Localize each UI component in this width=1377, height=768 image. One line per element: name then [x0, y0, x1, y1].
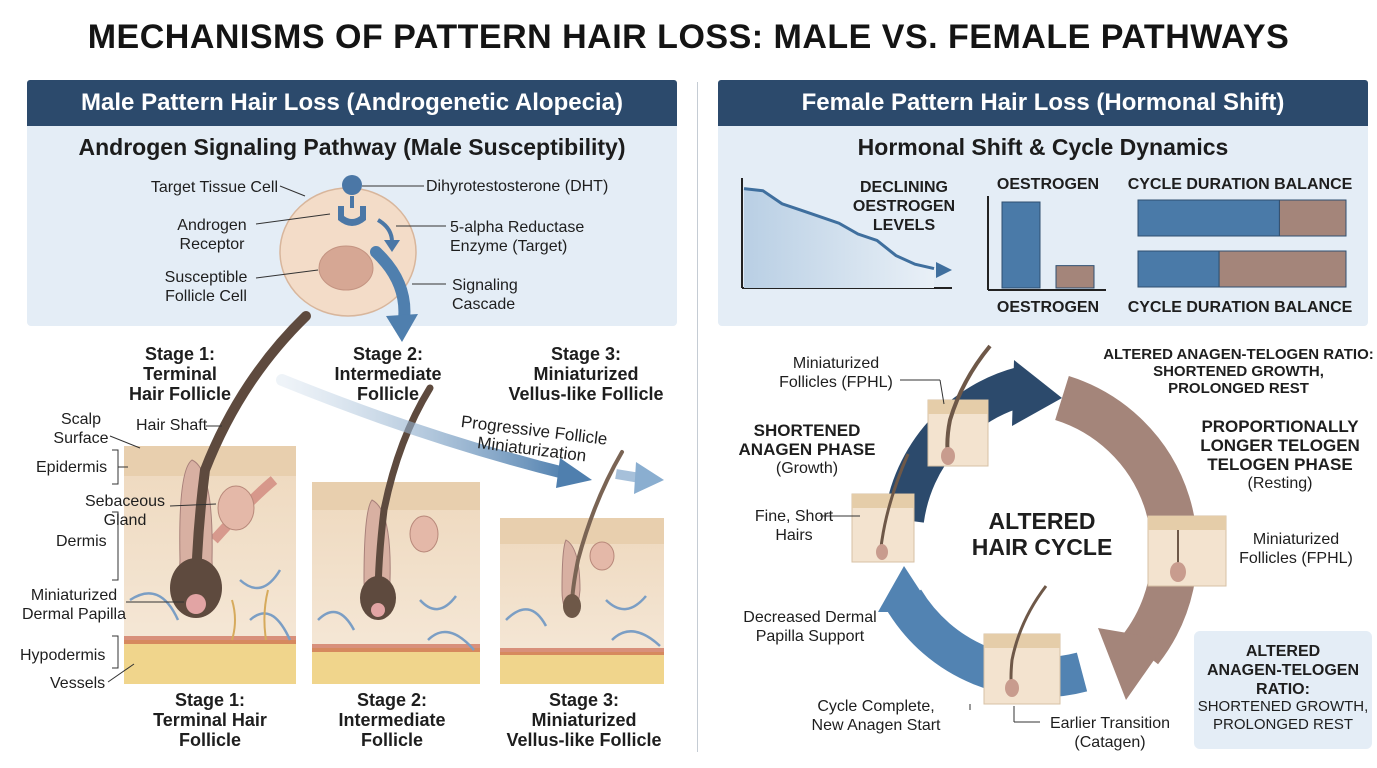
- oestrogen-bar-1: [1001, 201, 1041, 289]
- label-declining-oestrogen: DECLINING OESTROGEN LEVELS: [852, 179, 956, 234]
- label-scalp-surface: Scalp Surface: [53, 411, 109, 447]
- label-dermal-papilla: Miniaturized Dermal Papilla: [21, 587, 127, 623]
- ratio-box-title: ALTERED ANAGEN-TELOGEN RATIO:: [1207, 643, 1359, 698]
- stage1-top-label: Stage 1: Terminal Hair Follicle: [128, 344, 232, 404]
- label-cycle-duration-top: CYCLE DURATION BALANCE: [1127, 176, 1353, 193]
- female-panel-header: Female Pattern Hair Loss (Hormonal Shift…: [718, 80, 1368, 126]
- label-cycle-complete: Cycle Complete, New Anagen Start: [811, 698, 941, 734]
- label-resting: (Resting): [1247, 475, 1313, 492]
- oestrogen-decline-line: [743, 187, 935, 271]
- altered-ratio-box: [1194, 631, 1372, 749]
- cycle-bar-row2-seg2: [1218, 250, 1347, 288]
- label-hair-shaft: Hair Shaft: [136, 417, 208, 434]
- label-dermis: Dermis: [56, 533, 107, 550]
- male-panel-header: Male Pattern Hair Loss (Androgenetic Alo…: [27, 80, 677, 126]
- label-shortened-anagen: SHORTENED ANAGEN PHASE: [738, 421, 876, 459]
- label-vessels: Vessels: [50, 675, 106, 692]
- male-subtitle: Androgen Signaling Pathway (Male Suscept…: [78, 134, 626, 160]
- stage3-top-label: Stage 3: Miniaturized Vellus-like Follic…: [508, 344, 664, 404]
- label-oestrogen-top: OESTROGEN: [996, 176, 1100, 193]
- oestrogen-bar-2: [1055, 265, 1095, 289]
- label-miniaturized-follicles-right: Miniaturized Follicles (FPHL): [1239, 531, 1353, 567]
- label-altered-ratio-top: ALTERED ANAGEN-TELOGEN RATIO: SHORTENED …: [1103, 346, 1374, 397]
- label-susceptible-follicle-cell: Susceptible Follicle Cell: [164, 269, 248, 305]
- label-dht: Dihyrotestosterone (DHT): [426, 178, 609, 195]
- label-target-tissue-cell: Target Tissue Cell: [150, 179, 278, 196]
- label-sebaceous-gland: Sebaceous Gland: [84, 493, 166, 529]
- label-longer-telogen: PROPORTIONALLY LONGER TELOGEN TELOGEN PH…: [1200, 417, 1360, 474]
- label-cycle-duration-bottom: CYCLE DURATION BALANCE: [1127, 299, 1353, 316]
- label-androgen-receptor: Androgen Receptor: [177, 217, 247, 253]
- female-subtitle: Hormonal Shift & Cycle Dynamics: [857, 134, 1229, 160]
- label-hypodermis: Hypodermis: [20, 647, 106, 664]
- label-decreased-papilla: Decreased Dermal Papilla Support: [743, 609, 877, 645]
- cycle-bar-row1-seg1: [1137, 199, 1280, 237]
- oestrogen-decline-area: [744, 188, 934, 288]
- ratio-box-text: SHORTENED GROWTH, PROLONGED REST: [1197, 698, 1369, 733]
- label-growth: (Growth): [775, 460, 839, 477]
- label-miniaturized-follicles-top: Miniaturized Follicles (FPHL): [779, 355, 893, 391]
- stage3-bottom-label: Stage 3: Miniaturized Vellus-like Follic…: [506, 690, 662, 750]
- stage2-bottom-label: Stage 2: Intermediate Follicle: [338, 690, 446, 750]
- label-fine-short-hairs: Fine, Short Hairs: [754, 508, 834, 544]
- label-earlier-transition: Earlier Transition (Catagen): [1049, 715, 1171, 751]
- stage1-bottom-label: Stage 1: Terminal Hair Follicle: [153, 690, 267, 750]
- label-oestrogen-bottom: OESTROGEN: [996, 299, 1100, 316]
- main-title: MECHANISMS OF PATTERN HAIR LOSS: MALE VS…: [87, 18, 1290, 56]
- panel-divider: [697, 82, 698, 752]
- label-signaling-cascade: Signaling Cascade: [452, 277, 518, 313]
- label-epidermis: Epidermis: [36, 459, 108, 476]
- stage2-top-label: Stage 2: Intermediate Follicle: [334, 344, 442, 404]
- label-reductase: 5-alpha Reductase Enzyme (Target): [450, 219, 585, 255]
- cycle-bar-row2-seg1: [1137, 250, 1220, 288]
- cycle-center-label: ALTERED HAIR CYCLE: [971, 508, 1113, 560]
- cycle-bar-row1-seg2: [1278, 199, 1347, 237]
